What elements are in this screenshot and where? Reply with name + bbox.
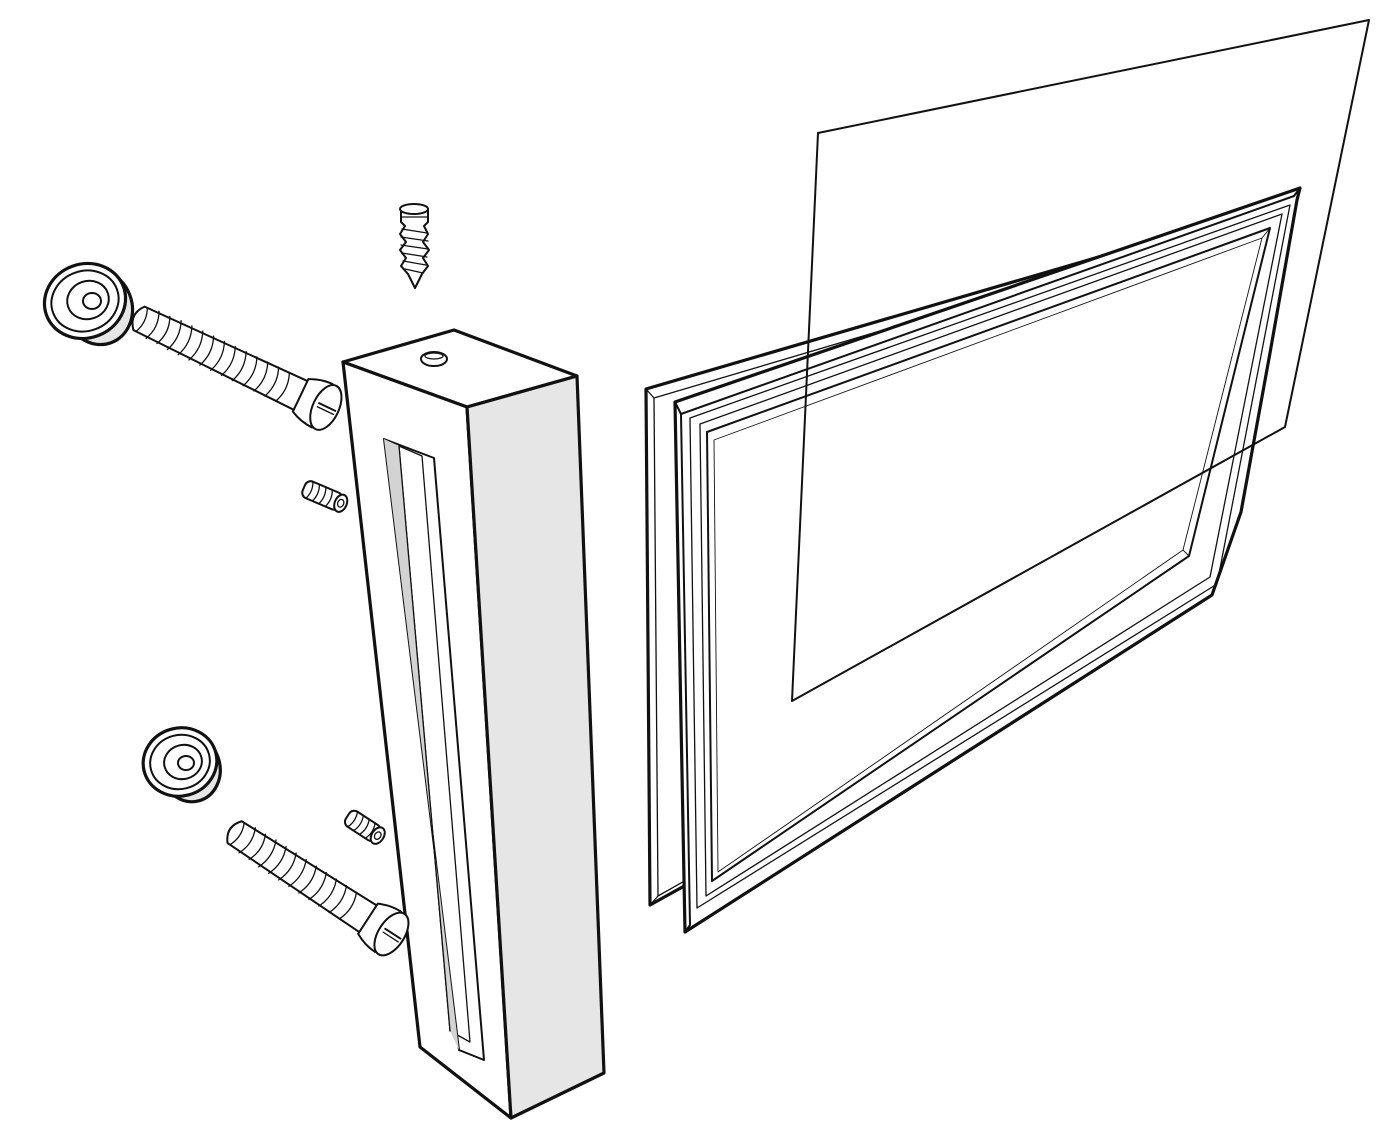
- handle-post: [341, 328, 606, 1120]
- glass-sheet: [791, 19, 1370, 702]
- lower-wood-screw: [226, 820, 410, 957]
- lower-set-screw: [343, 809, 386, 845]
- upper-standoff-cap: [42, 261, 135, 347]
- upper-set-screw: [301, 480, 349, 513]
- top-wood-screw: [399, 203, 430, 289]
- upper-wood-screw: [131, 305, 343, 431]
- front-frame-panel: [673, 186, 1302, 934]
- lower-standoff-cap: [141, 726, 222, 804]
